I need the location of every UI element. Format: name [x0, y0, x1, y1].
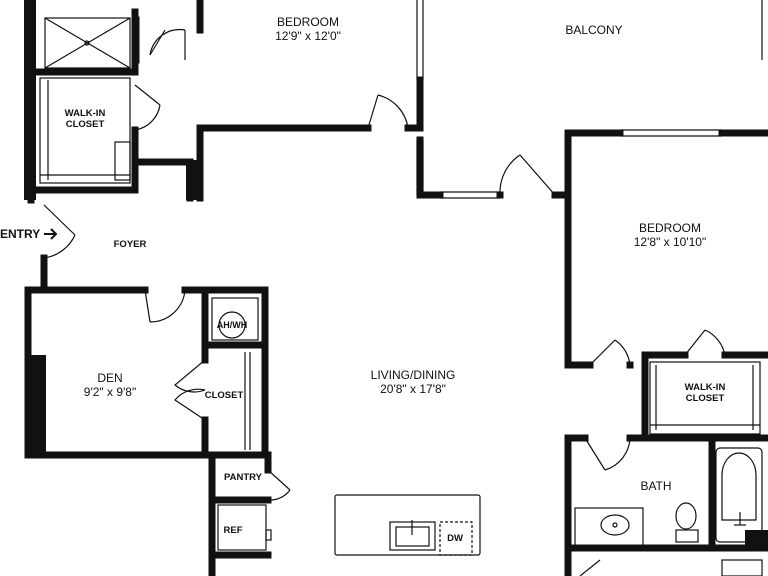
bathtub: [715, 447, 763, 543]
den-label: DEN 9'2" x 9'8": [84, 371, 136, 400]
walkin-closet-label: WALK-IN CLOSET: [65, 108, 106, 131]
doors: [43, 28, 726, 501]
dw-label: DW: [447, 533, 463, 544]
closet-label: CLOSET: [204, 390, 244, 401]
arrow-right-icon: [44, 228, 58, 240]
room-name: BATH: [640, 479, 672, 493]
foyer-label: FOYER: [113, 239, 147, 250]
bath-label: BATH: [640, 479, 671, 493]
walkin-closet-label: WALK-IN CLOSET: [685, 382, 726, 405]
room-name: LIVING/DINING: [370, 368, 456, 382]
room-size: 12'8" x 10'10": [633, 235, 707, 250]
shower: [44, 17, 131, 69]
living-label: LIVING/DINING 20'8" x 17'8": [371, 368, 456, 397]
entry-label: ENTRY: [0, 227, 41, 241]
refrigerator: [217, 504, 267, 551]
ahwh-unit: [218, 311, 246, 339]
ahwh-label: AH/WH: [216, 320, 248, 330]
toilet: [675, 502, 697, 530]
ref-label: REF: [223, 525, 243, 536]
label-line: CLOSET: [685, 393, 725, 405]
bedroom2-label: BEDROOM 12'8" x 10'10": [634, 221, 707, 250]
room-size: 12'9" x 12'0": [275, 29, 341, 44]
pantry-label: PANTRY: [224, 472, 262, 483]
balcony-label: BALCONY: [565, 23, 622, 37]
room-size: 20'8" x 17'8": [380, 382, 446, 397]
label-line: WALK-IN: [684, 382, 726, 393]
walls: [24, 0, 768, 576]
kitchen-island: [334, 494, 481, 556]
label-line: CLOSET: [65, 119, 105, 131]
thick-wall-blocks: [24, 0, 768, 550]
room-name: BEDROOM: [638, 221, 701, 235]
windows: [416, 0, 763, 199]
label-line: WALK-IN: [64, 108, 106, 119]
fixtures: [39, 17, 763, 576]
bedroom1-label: BEDROOM 12'9" x 12'0": [275, 15, 341, 44]
room-name: BEDROOM: [276, 15, 339, 29]
walkin-closet-shelves: [39, 77, 131, 184]
room-size: 9'2" x 9'8": [83, 385, 137, 400]
room-name: BALCONY: [565, 23, 623, 37]
room-name: DEN: [97, 371, 123, 385]
vanity: [574, 507, 644, 547]
